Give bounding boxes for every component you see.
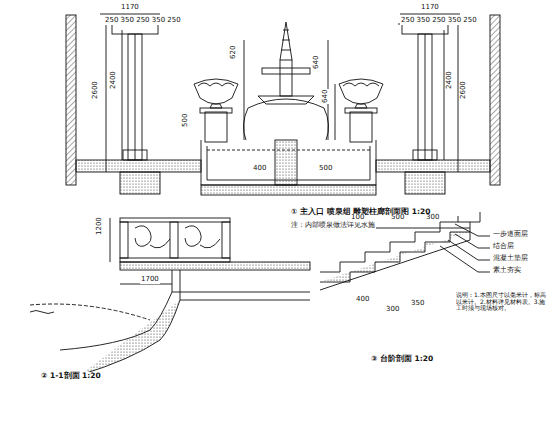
dimension-label: 250 350 250 350 250 <box>104 17 182 25</box>
dimension-label: 2400 <box>446 70 454 90</box>
wall <box>66 15 76 185</box>
dimension-label: 说明：1.本图尺寸以毫米计，标高以米计。2.材料详见材料表。3.施工时须与现场核… <box>455 292 552 312</box>
dimension-label: 混凝土垫层 <box>492 255 529 263</box>
dimension-label: 100 <box>350 214 365 222</box>
dimension-label: 1200 <box>96 216 104 236</box>
dimension-label: 1700 <box>140 276 160 284</box>
dimension-label: 500 <box>390 214 405 222</box>
dimension-label: 620 <box>230 45 238 60</box>
dimension-label: ② 1-1剖面 1:20 <box>40 372 102 380</box>
dimension-label: 300 <box>425 214 440 222</box>
dimension-label: 300 <box>385 306 400 314</box>
dimension-label: 250 350 250 350 250 <box>400 17 478 25</box>
dimension-label: ③ 台阶剖面 1:20 <box>370 355 434 363</box>
dimension-label: 一步道面层 <box>492 231 529 239</box>
dimension-label: 640 <box>313 55 321 70</box>
dimension-label: 素土夯实 <box>492 267 522 275</box>
dimension-label: 1170 <box>120 4 140 12</box>
dimension-label: 2600 <box>460 80 468 100</box>
dimension-label: 2600 <box>92 80 100 100</box>
dimension-label: 500 <box>182 113 190 128</box>
dimension-label: 注：内部喷泉做法详见水施 <box>290 222 376 230</box>
dimension-label: 结合层 <box>492 243 515 251</box>
dimension-label: 400 <box>252 165 267 173</box>
dimension-label: 350 <box>410 300 425 308</box>
dimension-label: 400 <box>355 296 370 304</box>
dimension-label: 640 <box>322 89 330 104</box>
wall <box>490 15 500 185</box>
dimension-label: 1170 <box>420 4 440 12</box>
dimension-label: 2400 <box>110 70 118 90</box>
dimension-label: 500 <box>318 165 333 173</box>
